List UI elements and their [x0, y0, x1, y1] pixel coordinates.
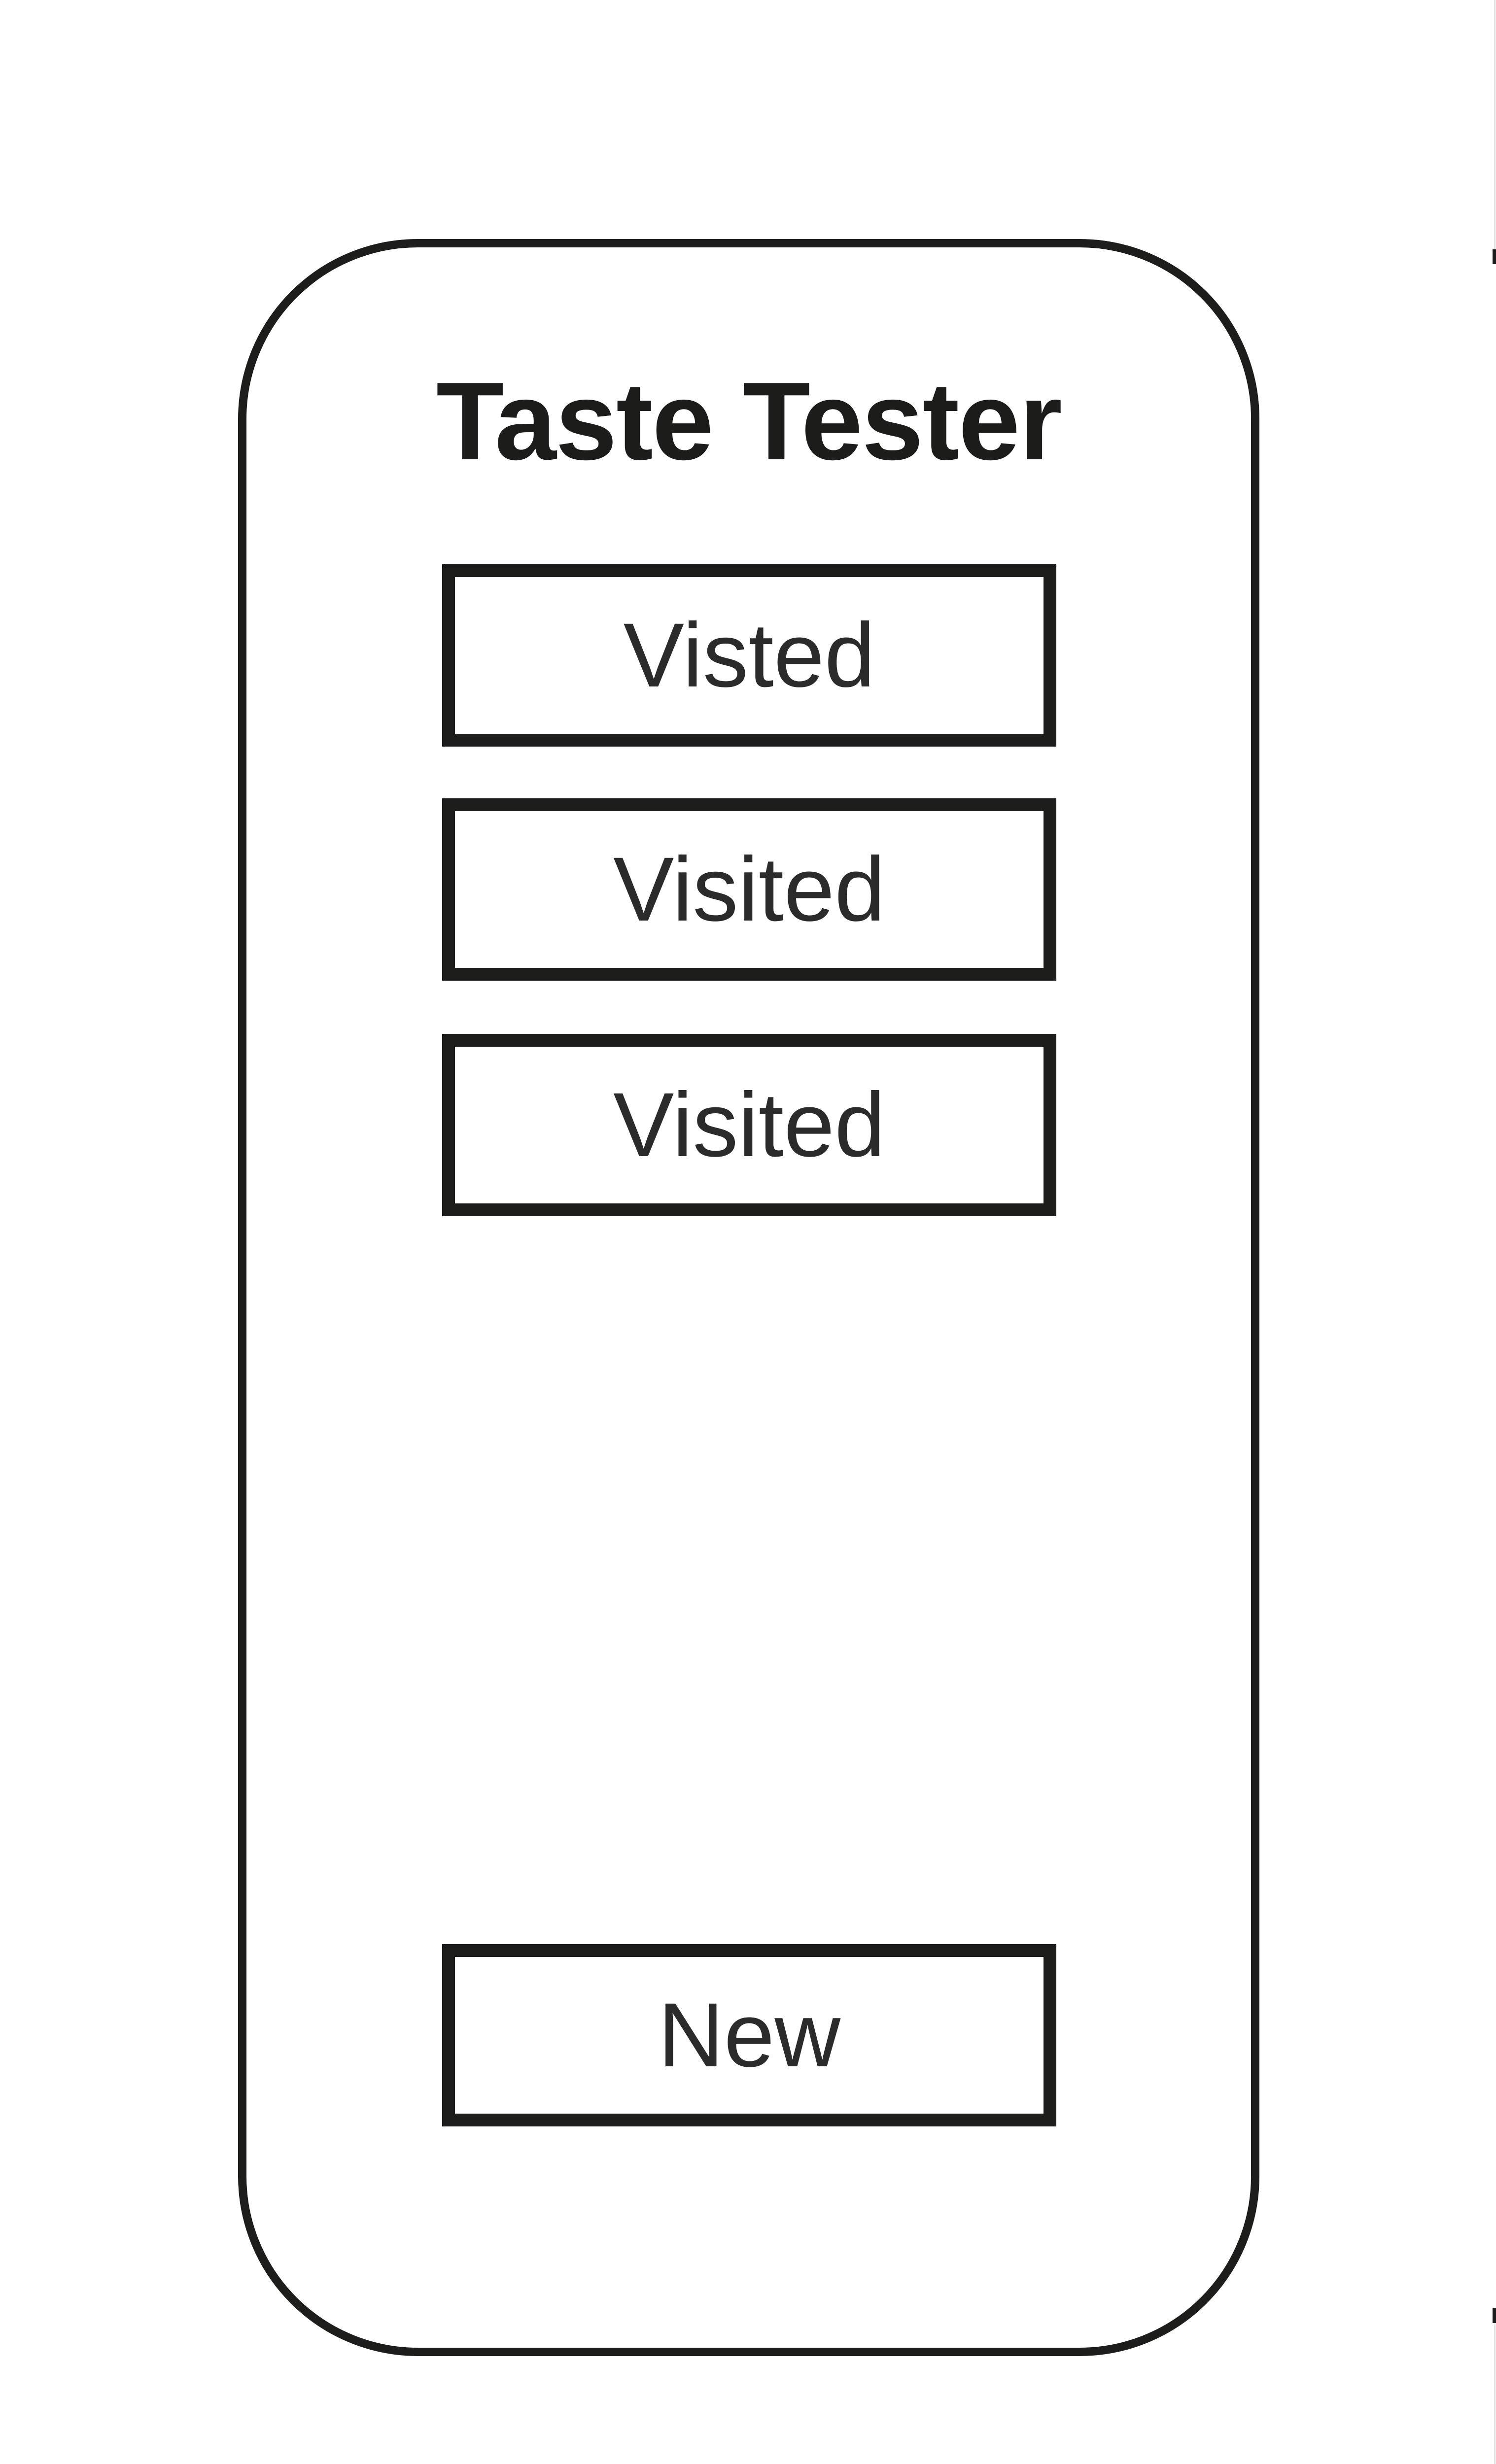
adjacent-artboard-corner-mark [1493, 249, 1496, 264]
page-title: Taste Tester [436, 359, 1062, 483]
adjacent-artboard-corner-mark [1493, 2308, 1496, 2323]
phone-frame: Taste Tester Visted Visited Visited New [238, 239, 1259, 2356]
adjacent-artboard-edge-line [1494, 2323, 1496, 2464]
visited-button-1[interactable]: Visted [442, 564, 1056, 747]
adjacent-artboard-edge-line [1494, 0, 1496, 252]
new-button[interactable]: New [442, 1944, 1056, 2126]
visited-button-3[interactable]: Visited [442, 1034, 1056, 1216]
visited-button-2[interactable]: Visited [442, 798, 1056, 981]
